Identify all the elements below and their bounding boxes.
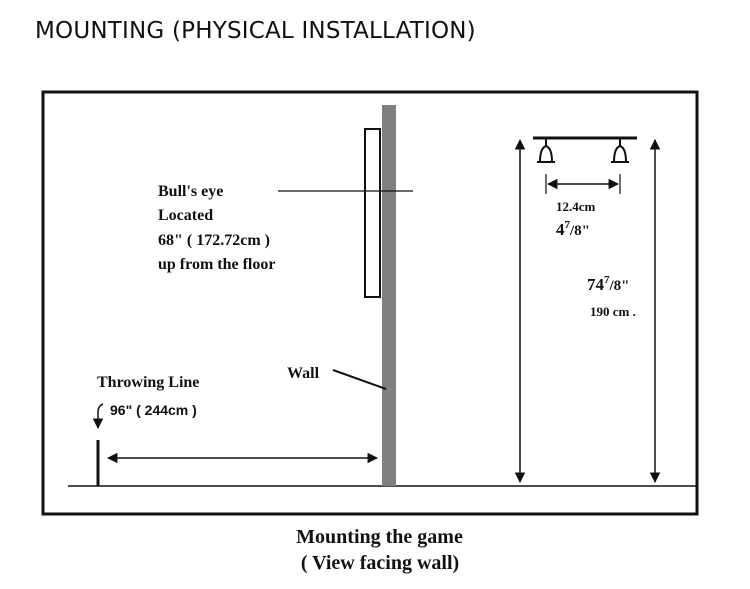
throwing-line-pointer [92, 403, 104, 430]
page-title: MOUNTING (PHYSICAL INSTALLATION) [35, 18, 476, 44]
bullseye-label: Bull's eye Located 68" ( 172.72cm ) up f… [158, 183, 275, 273]
wall-pointer [332, 369, 387, 390]
mount-width-in: 47/8" [556, 219, 590, 239]
diagram-frame [41, 90, 699, 516]
dartboard-cabinet [364, 128, 381, 298]
wall-label: Wall [287, 365, 320, 382]
total-height-in: 747/8" [587, 274, 630, 294]
mount-width-cm: 12.4cm [556, 199, 596, 214]
throwing-line-label: Throwing Line [97, 374, 199, 391]
wall [382, 105, 396, 486]
total-height-cm: 190 cm . [590, 304, 636, 319]
left-hook-icon [537, 138, 555, 163]
throw-distance-label: 96" ( 244cm ) [110, 402, 197, 418]
right-hook-icon [611, 138, 629, 163]
diagram-caption: Mounting the game ( View facing wall) [296, 526, 468, 574]
